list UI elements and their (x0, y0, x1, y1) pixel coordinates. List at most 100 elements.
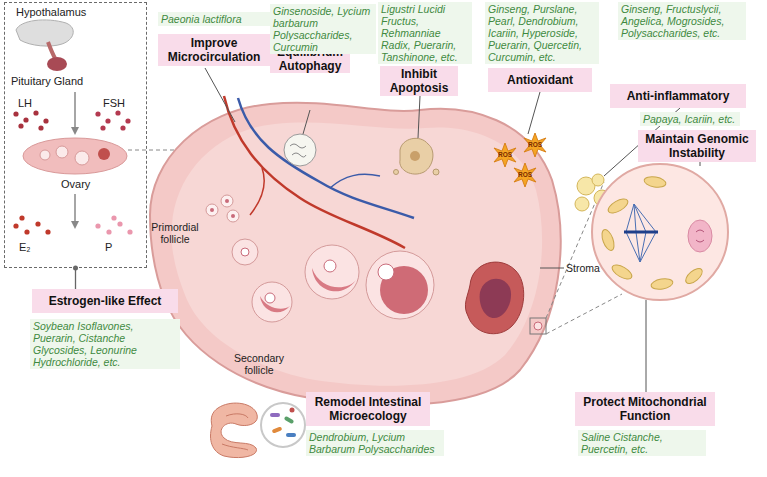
mechanism-heading: Remodel Intestinal Microecology (306, 392, 430, 426)
oocyte-cell (592, 164, 728, 300)
hormone-axis-label: P (105, 241, 112, 254)
lh-dots (18, 123, 23, 128)
primordial-follicles (231, 214, 235, 218)
autophagosome (290, 144, 306, 157)
primordial-follicles (221, 195, 233, 207)
ruptured-follicle (480, 279, 511, 318)
ros-label: ROS (497, 151, 513, 159)
spindle (624, 204, 658, 262)
apoptotic-cell (394, 170, 399, 175)
growing-follicles (232, 239, 434, 322)
growing-follicles (252, 282, 292, 322)
lh-dots (38, 125, 43, 130)
primordial-follicles (227, 210, 239, 222)
mechanism-group: Protect Mitochondrial FunctionSaline Cis… (574, 392, 718, 464)
brain-sketch (16, 20, 73, 46)
oocyte-cell (592, 164, 728, 300)
hormone-axis-label: E₂ (19, 241, 31, 254)
polar-body (688, 220, 712, 252)
connector-dot (73, 266, 78, 271)
spindle (624, 231, 658, 234)
leader-lines (418, 96, 420, 138)
autophagosome (284, 134, 316, 166)
p-dots (106, 229, 111, 234)
mechanism-group: Maintain Genomic InstabilityPapaya, Icar… (636, 112, 758, 164)
herb-list: Paeonia lactiflora (158, 12, 270, 26)
autophagosome (284, 134, 316, 166)
microbiota-icon (261, 403, 305, 447)
mechanism-group: AntioxidantGinseng, Purslane, Pearl, Den… (485, 2, 599, 92)
mechanism-group: Anti-inflammatoryGinseng, Fructuslycii, … (608, 2, 750, 108)
mitochondria (606, 196, 630, 216)
herb-list: Ginseng, Purslane, Pearl, Dendrobium, Ic… (485, 2, 599, 64)
mini-ovary (23, 138, 127, 174)
e2-dots (35, 221, 40, 226)
mini-ovary (56, 146, 68, 158)
ros-stars (494, 133, 546, 187)
mini-ovary (40, 150, 50, 160)
fsh-dots (115, 110, 120, 115)
ovary-body (150, 103, 561, 405)
lh-dots (43, 118, 48, 123)
herb-list: Papaya, Icariin, etc. (640, 112, 740, 126)
fsh-dots (120, 125, 125, 130)
microbiota-icon (272, 426, 283, 433)
microbiota-icon (284, 416, 295, 424)
mechanism-group: Remodel Intestinal MicroecologyDendrobiu… (306, 392, 446, 464)
growing-follicles (312, 268, 356, 291)
hormone-axis-label: FSH (103, 97, 125, 110)
growing-follicles (241, 248, 249, 256)
anatomy-label: Secondary follicle (228, 352, 290, 376)
zoom-box (530, 318, 546, 334)
mechanism-heading: Protect Mitochondrial Function (575, 392, 715, 426)
hormone-arrow (74, 92, 76, 128)
primordial-follicles (206, 195, 239, 222)
primordial-follicles (206, 204, 218, 216)
hormone-arrow (74, 194, 76, 222)
hormone-axis-label: Ovary (61, 178, 90, 191)
intestine-icon (211, 403, 258, 458)
polar-body (696, 230, 704, 242)
herb-list: Ligustri Lucidi Fructus, Rehmanniae Radi… (378, 2, 472, 64)
herb-list: Saline Cistanche, Puercetin, etc. (578, 430, 706, 456)
pituitary-gland (48, 42, 55, 58)
blood-vessels (224, 96, 405, 248)
mechanism-group: Inhibit ApoptosisLigustri Lucidi Fructus… (378, 2, 472, 98)
p-dots (111, 215, 116, 220)
blood-vessels (238, 98, 414, 218)
mechanism-heading: Inhibit Apoptosis (380, 66, 458, 96)
growing-follicles (305, 245, 359, 299)
leader-lines (205, 68, 235, 122)
ruptured-follicle (465, 262, 523, 334)
primordial-follicles (225, 199, 229, 203)
hormone-arrow (71, 221, 79, 229)
leader-lines (646, 300, 647, 392)
mechanism-heading: Anti-inflammatory (610, 84, 746, 108)
pituitary-gland (47, 57, 67, 71)
fsh-dots (100, 125, 105, 130)
anatomy-label: Primordial follicle (146, 221, 204, 245)
brain-sketch (16, 20, 73, 46)
mechanism-heading: Improve Microcirculation (158, 34, 270, 66)
p-dots (117, 221, 122, 226)
leader-lines (528, 92, 540, 134)
ovary-body (150, 103, 561, 405)
growing-follicles (378, 264, 394, 280)
ros-label: ROS (517, 171, 533, 179)
inflammatory-cells (592, 174, 604, 186)
mitochondria (683, 266, 705, 287)
mini-ovary (23, 138, 127, 174)
ros-stars (524, 133, 546, 157)
lh-dots (13, 111, 18, 116)
leader-lines (700, 162, 701, 166)
e2-dots (24, 229, 29, 234)
p-dots (127, 229, 132, 234)
mechanism-group: Improve Microcirculation Paeonia lactiflo… (155, 12, 273, 68)
dashed-panel: HypothalamusPituitary GlandLHFSHOvaryE₂P (4, 2, 147, 268)
ruptured-follicle (465, 262, 523, 334)
growing-follicles (324, 260, 336, 272)
growing-follicles (366, 251, 434, 319)
blood-vessels (224, 96, 414, 248)
